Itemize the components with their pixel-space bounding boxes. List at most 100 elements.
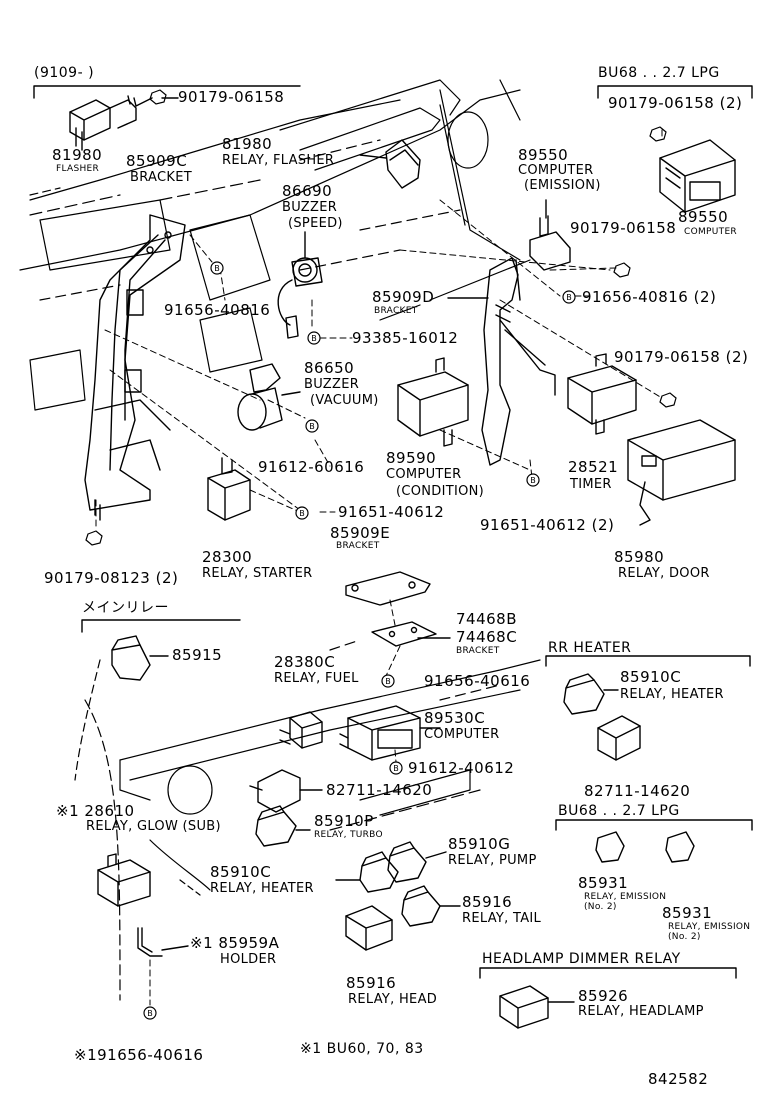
leader [161,945,189,951]
part-number-86690: 86690 [282,182,333,200]
holder-85959a-drawing [137,927,163,957]
part-desc-85959a: HOLDER [220,952,277,967]
part-desc-85909c: BRACKET [130,170,192,185]
part-number-28300: 28300 [202,548,253,566]
fastener-b-letter: B [311,334,317,343]
diagram-number: 842582 [648,1070,709,1088]
part-number-85909c: 85909C [126,152,188,170]
nut-icon [85,530,103,546]
part-desc-85910c-a: RELAY, HEATER [620,687,724,702]
relay-turbo-85910p-drawing [255,805,297,847]
part-number-91656-40616: 91656-40616 [424,672,531,690]
dashboard-outline-lower [74,639,541,1001]
relay-heater-85910c-b-drawing [359,851,399,893]
computer-emission-89550-drawing [529,215,571,271]
part-number-85910g: 85910G [448,835,511,853]
part-number-91656-40816-2: 91656-40816 (2) [582,288,717,306]
part-number-85916-a: 85916 [462,893,513,911]
part-number-85931-b: 85931 [662,904,713,922]
nut-icon [613,262,631,278]
part-number-85931-a: 85931 [578,874,629,892]
part-desc-89550-1: COMPUTER [518,163,594,178]
part-desc-81980: RELAY, FLASHER [222,153,335,168]
part-number-91656-40616-b: ※191656-40616 [74,1046,204,1064]
fastener-b-letter: B [214,264,220,273]
part-desc-86690-2: (SPEED) [288,216,343,231]
part-desc-89550-2: (EMISSION) [524,178,601,193]
fastener-b-marker [143,1006,157,1020]
connector-82711-a-drawing [249,769,301,813]
part-desc-89550-b: COMPUTER [684,227,737,237]
bracket-85909e-drawing [345,571,431,606]
section-bracket-main-relay [81,619,241,633]
part-desc-85926: RELAY, HEADLAMP [578,1004,704,1019]
part-desc-85916-a: RELAY, TAIL [462,911,542,926]
part-desc-85931-b-1: RELAY, EMISSION [668,922,751,932]
fastener-b-marker [381,674,395,688]
computer-89530c-drawing [339,705,421,761]
dashed-leaders [95,129,663,1006]
fastener-b-letter: B [393,764,399,773]
fastener-b-marker [389,761,403,775]
leader [425,851,447,859]
part-desc-28521: TIMER [570,477,612,492]
section-bracket-lpg-top [597,85,753,99]
fastener-b-marker [562,290,576,304]
part-number-85959a: ※1 85959A [190,934,280,952]
part-desc-85931-a-1: RELAY, EMISSION [584,892,667,902]
timer-28521-drawing [567,353,637,435]
fastener-b-letter: B [566,293,572,302]
part-desc-86650-1: BUZZER [304,377,360,392]
part-number-85980: 85980 [614,548,665,566]
part-desc-28610: RELAY, GLOW (SUB) [86,819,221,834]
section-bracket-date [33,85,301,99]
part-number-85909d: 85909D [372,288,435,306]
section-label-rr-heater: RR HEATER [548,640,632,656]
relay-85915-drawing [111,635,151,681]
part-desc-28380c: RELAY, FUEL [274,671,359,686]
part-number-89550-b: 89550 [678,208,729,226]
relay-heater-85910c-a-drawing [563,673,605,715]
part-number-89590: 89590 [386,449,437,467]
fastener-markers [143,261,576,1020]
section-label-main-relay: メインリレー [82,600,169,616]
leader [281,391,301,396]
fastener-b-letter: B [309,422,315,431]
part-number-90179-06158-b: 90179-06158 (2) [608,94,743,112]
relay-tail-85916-drawing [401,885,441,927]
part-number-91651-40612: 91651-40612 [338,503,445,521]
fastener-b-letter: B [299,509,305,518]
relay-fuel-28380c-drawing [279,711,323,749]
part-desc-85909d: BRACKET [374,306,418,316]
part-desc-85980: RELAY, DOOR [618,566,710,581]
relay-head-85916-drawing [345,905,393,951]
part-number-85910c-a: 85910C [620,668,682,686]
part-desc-81980-small: FLASHER [56,164,100,174]
part-number-93385-16012: 93385-16012 [352,329,459,347]
part-desc-85931-b-2: (No. 2) [668,932,701,942]
fastener-b-marker [295,506,309,520]
part-desc-86690-1: BUZZER [282,200,338,215]
part-desc-86650-2: (VACUUM) [310,393,379,408]
section-label-headlamp-dimmer: HEADLAMP DIMMER RELAY [482,951,681,967]
part-number-91612-40612: 91612-40612 [408,759,515,777]
nuts [85,89,677,546]
part-number-86650: 86650 [304,359,355,377]
relay-glow-28610-drawing [97,853,151,907]
part-number-81980-small: 81980 [52,146,103,164]
part-desc-89530c: COMPUTER [424,727,500,742]
fastener-b-letter: B [385,677,391,686]
fastener-b-letter: B [530,476,536,485]
section-label-lpg-top: BU68 . . 2.7 LPG [598,65,720,81]
part-number-74468b: 74468B [456,610,518,628]
part-number-91651-40612-2: 91651-40612 (2) [480,516,615,534]
part-number-90179-06158-a: 90179-06158 [178,88,285,106]
section-bracket-headlamp [479,967,737,979]
relay-emission-85931-a-drawing [595,831,625,863]
part-desc-85916-b: RELAY, HEAD [348,992,438,1007]
nut-icon [149,89,167,105]
part-desc-85910p: RELAY, TURBO [314,830,383,840]
section-label-date-range: (9109- ) [34,65,95,81]
part-number-28380c: 28380C [274,653,336,671]
